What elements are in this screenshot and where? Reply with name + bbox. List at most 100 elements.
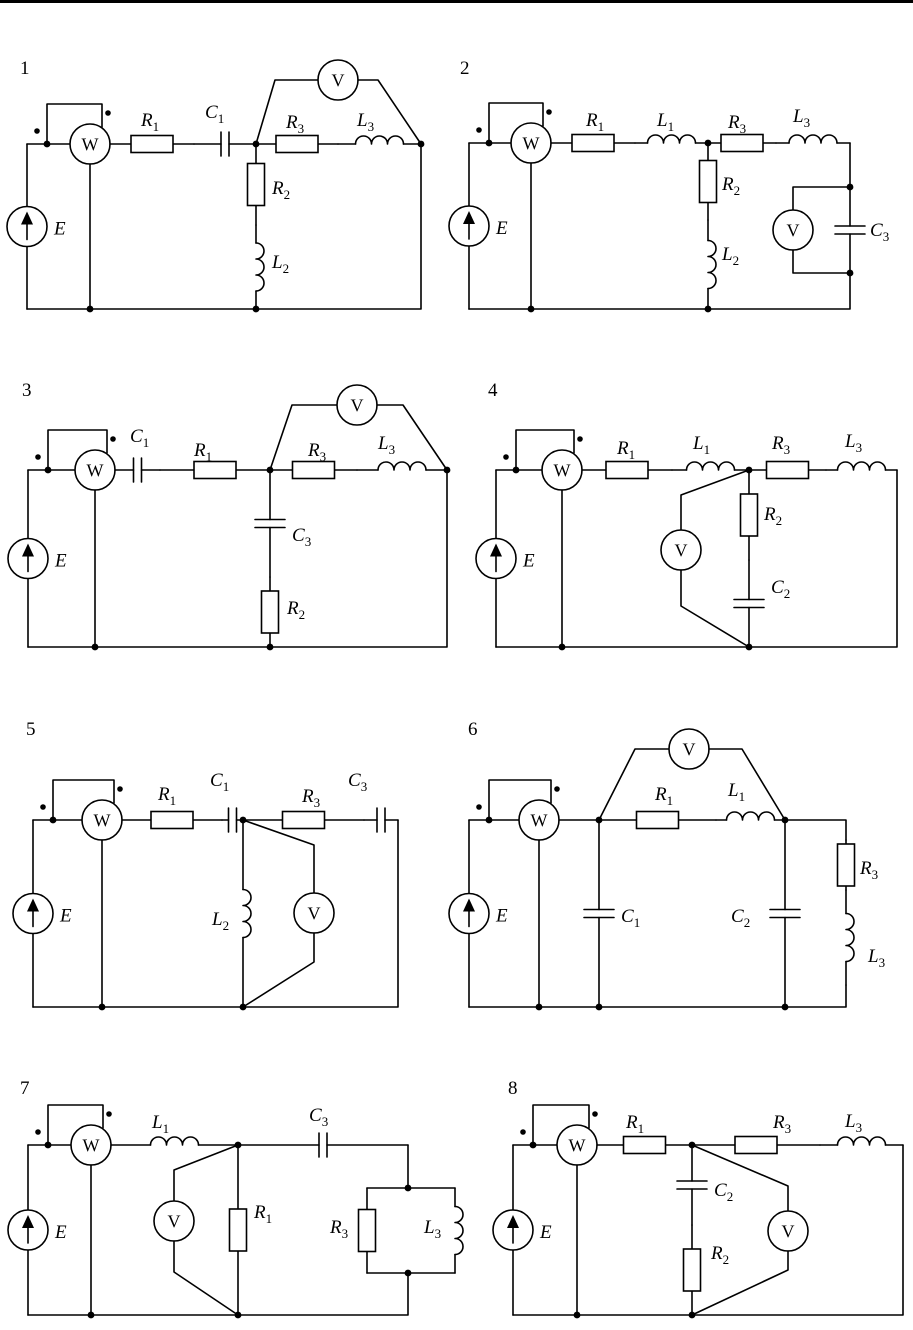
circuit-number: 5 xyxy=(26,719,36,740)
label-l3: L3 xyxy=(377,433,395,457)
voltmeter-icon-letter: V xyxy=(168,1212,181,1232)
inductor xyxy=(708,241,716,289)
label-c2: C2 xyxy=(714,1180,733,1204)
wire xyxy=(28,470,447,647)
inductor xyxy=(727,812,775,820)
label-r2: R2 xyxy=(710,1243,729,1267)
wattmeter-icon-letter: W xyxy=(569,1136,586,1156)
resistor xyxy=(262,591,279,633)
emf-label: E xyxy=(54,1222,67,1243)
wire xyxy=(174,1241,238,1315)
emf-label: E xyxy=(495,906,508,927)
circuit-number: 3 xyxy=(22,380,32,401)
label-c1: C1 xyxy=(210,770,229,794)
resistor xyxy=(700,161,717,203)
resistor xyxy=(151,812,193,829)
label-c2: C2 xyxy=(771,577,790,601)
label-r1: R1 xyxy=(616,438,635,462)
polarity-dot xyxy=(476,804,482,810)
inductor xyxy=(846,914,854,962)
wire xyxy=(174,1145,238,1201)
inductor xyxy=(378,462,426,470)
resistor xyxy=(624,1137,666,1154)
wire xyxy=(692,1251,788,1315)
emf-label: E xyxy=(495,218,508,239)
polarity-dot xyxy=(40,804,46,810)
circuit-number: 4 xyxy=(488,380,498,401)
label-r2: R2 xyxy=(271,178,290,202)
circuit-number: 8 xyxy=(508,1078,518,1099)
polarity-dot xyxy=(546,109,552,115)
inductor xyxy=(455,1207,463,1255)
polarity-dot xyxy=(577,436,583,442)
emf-label: E xyxy=(53,219,66,240)
label-r3: R3 xyxy=(285,112,304,136)
resistor xyxy=(230,1209,247,1251)
polarity-dot xyxy=(503,454,509,460)
resistor xyxy=(276,136,318,153)
label-l3: L3 xyxy=(867,946,885,970)
label-r1: R1 xyxy=(585,110,604,134)
inductor xyxy=(648,135,696,143)
label-c3: C3 xyxy=(292,525,311,549)
label-l2: L2 xyxy=(211,909,229,933)
circuit-number: 6 xyxy=(468,719,478,740)
wire xyxy=(270,405,337,470)
resistor xyxy=(721,135,763,152)
wire xyxy=(243,933,314,1007)
wattmeter-icon-letter: W xyxy=(87,461,104,481)
wire xyxy=(513,1145,903,1315)
circuit-6: 6EWR1L1R3L3C1C2V xyxy=(449,719,885,1010)
polarity-dot xyxy=(554,786,560,792)
junction-dot xyxy=(705,306,712,313)
wire xyxy=(692,1145,788,1211)
resistor xyxy=(637,812,679,829)
junction-dot xyxy=(782,1004,789,1011)
label-l3: L3 xyxy=(792,106,810,130)
polarity-dot xyxy=(35,1129,41,1135)
circuit-number: 2 xyxy=(460,58,470,79)
wire xyxy=(709,749,785,820)
label-l3: L3 xyxy=(356,110,374,134)
voltmeter-icon-letter: V xyxy=(787,221,800,241)
label-c1: C1 xyxy=(205,102,224,126)
label-l1: L1 xyxy=(656,110,674,134)
label-r1: R1 xyxy=(193,440,212,464)
label-l3: L3 xyxy=(844,1111,862,1135)
wattmeter-icon-letter: W xyxy=(531,811,548,831)
label-r1: R1 xyxy=(654,784,673,808)
circuit-number: 1 xyxy=(20,58,30,79)
polarity-dot xyxy=(35,454,41,460)
label-r1: R1 xyxy=(140,110,159,134)
resistor xyxy=(248,164,265,206)
inductor xyxy=(151,1137,199,1145)
label-l1: L1 xyxy=(727,780,745,804)
junction-dot xyxy=(596,1004,603,1011)
emf-label: E xyxy=(539,1222,552,1243)
wire xyxy=(681,470,749,530)
inductor xyxy=(838,462,886,470)
wire xyxy=(469,985,846,1007)
polarity-dot xyxy=(34,128,40,134)
label-r3: R3 xyxy=(727,112,746,136)
label-r1: R1 xyxy=(625,1112,644,1136)
polarity-dot xyxy=(110,436,116,442)
label-l2: L2 xyxy=(721,244,739,268)
wire xyxy=(785,820,846,840)
label-r1: R1 xyxy=(253,1202,272,1226)
wattmeter-icon-letter: W xyxy=(523,134,540,154)
emf-label: E xyxy=(59,906,72,927)
resistor xyxy=(684,1249,701,1291)
label-r3: R3 xyxy=(859,858,878,882)
wire xyxy=(27,144,421,309)
voltmeter-icon-letter: V xyxy=(308,904,321,924)
wire xyxy=(793,250,850,273)
circuit-5: 5EWR1C1R3C3L2V xyxy=(13,719,398,1010)
resistor xyxy=(131,136,173,153)
label-c2: C2 xyxy=(731,906,750,930)
wire xyxy=(243,820,314,893)
